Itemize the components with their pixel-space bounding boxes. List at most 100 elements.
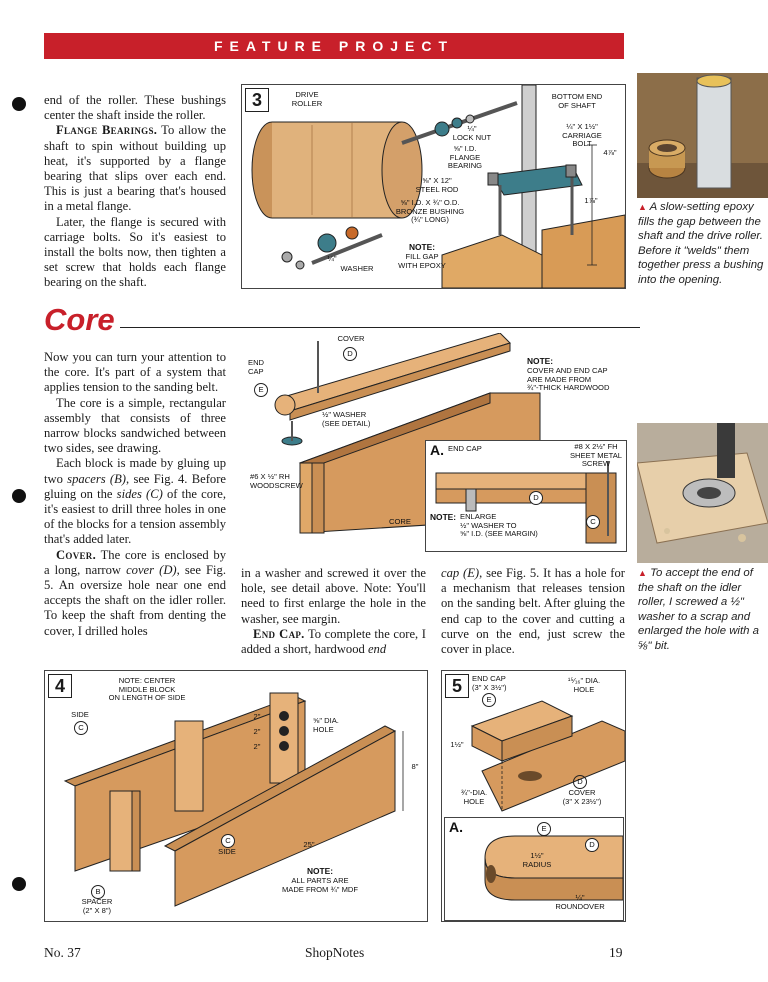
photo-enlarged-washer (637, 423, 768, 563)
label-washer-size: ¼" (327, 254, 337, 263)
label-detail-note-title: NOTE: (430, 512, 457, 522)
label-side-c: C (74, 721, 88, 735)
label-dim-1half: 1½" (450, 740, 464, 749)
label-dim-1: 1⅞" (584, 196, 598, 205)
label-detail-d: D (529, 491, 543, 505)
label-flange-bearing: ⅝" I.D. FLANGE BEARING (447, 144, 483, 171)
flange-bearings-lead: Flange Bearings. (56, 123, 158, 138)
figure-5-drawing (470, 700, 625, 812)
label-dim-4: 4⅞" (603, 148, 617, 157)
paragraph-flange-bearings: Flange Bearings. To allow the shaft to s… (44, 123, 226, 214)
label-hole2: ¾"-DIA. HOLE (460, 788, 488, 806)
footer-issue-number: No. 37 (44, 945, 81, 960)
label-cover-d: D (573, 775, 587, 789)
label-center-note: NOTE: CENTER MIDDLE BLOCK ON LENGTH OF S… (108, 676, 186, 703)
label-roundover: ¼" ROUNDOVER (555, 893, 605, 911)
section-heading-core: Core (44, 302, 115, 337)
label-end-cap-e: E (254, 383, 268, 397)
label-detail-d: D (585, 838, 599, 852)
detail-a-label: a. (430, 442, 444, 458)
label-hole: ¹⁵⁄₁₆" DIA. HOLE (567, 676, 601, 694)
figure-5-number: 5 (445, 674, 469, 698)
label-spacer: SPACER (2" x 8") (81, 897, 113, 915)
feature-project-banner: FEATURE PROJECT (44, 33, 624, 59)
label-note-title: NOTE: (408, 242, 436, 252)
binder-hole-top (12, 97, 26, 111)
figure-4-drawing (63, 692, 404, 907)
photo-washer-drawing (637, 423, 768, 563)
label-bottom-end: BOTTOM END OF SHAFT (551, 92, 603, 110)
label-dim-2a: 2" (253, 712, 261, 721)
label-lock-nut: ¼" LOCK NUT (452, 124, 492, 142)
figure-3-number: 3 (245, 88, 269, 112)
caption-epoxy-text: A slow-setting epoxy fills the gap betwe… (638, 201, 764, 286)
detail-a-end-cap: a. END CAP #8 x 2½" Fh SHEET METAL SCREW… (425, 440, 627, 552)
label-dim-2c: 2" (253, 742, 261, 751)
label-dim-25: 25" (303, 840, 315, 849)
paragraph-end-cap: End Cap. To complete the core, I added a… (241, 626, 426, 657)
label-dim-2b: 2" (253, 727, 261, 736)
label-side: SIDE (71, 710, 89, 719)
label-note-hardwood: COVER AND END CAP ARE MADE FROM ¾"-THICK… (527, 366, 610, 393)
label-note-epoxy: FILL GAP WITH EPOXY (398, 252, 446, 270)
label-detail-c: C (586, 515, 600, 529)
figure-4-core-parts: 4 NOTE: CENTER MIDDLE BLOCK ON LENGTH OF… (44, 670, 428, 922)
figure-5-cover-end-cap: 5 END CAP (3" x 3½") E ¹⁵⁄₁₆" DIA. HOLE … (441, 670, 626, 922)
label-cover: COVER (337, 334, 365, 343)
label-detail-note-body: ENLARGE ½" WASHER TO ⅝" I.D. (SEE MARGIN… (460, 512, 538, 539)
label-cover-d: D (343, 347, 357, 361)
figure-4-number: 4 (48, 674, 72, 698)
core-text-column-1: Now you can turn your attention to the c… (44, 350, 226, 639)
paragraph-end-cap-cont: cap (E), see Fig. 5. It has a hole for a… (441, 566, 625, 657)
paragraph-core-assembly: The core is a simple, rectangular assemb… (44, 395, 226, 456)
figure-core-assembly: COVER D END CAP E NOTE: COVER AND END CA… (240, 333, 630, 565)
label-bronze-bushing: ⅝" I.D. x ¾" O.D. BRONZE BUSHING (¾" LON… (395, 198, 465, 225)
label-washer-detail: ½" WASHER (SEE DETAIL) (322, 410, 371, 428)
core-text-column-2: in a washer and screwed it over the hole… (241, 566, 426, 657)
detail-a-label-5: a. (449, 819, 463, 835)
label-core: CORE (389, 517, 411, 526)
label-spacer-b: B (91, 885, 105, 899)
label-end-cap: END CAP (3" x 3½") (472, 674, 507, 692)
caption-epoxy: ▲ A slow-setting epoxy fills the gap bet… (638, 200, 766, 288)
label-sheet-screw: #8 x 2½" Fh SHEET METAL SCREW (569, 442, 623, 469)
detail-a-rounded-end: a. E D 1½" RADIUS ¼" ROUNDOVER (444, 817, 624, 921)
label-note2-title: NOTE: (306, 866, 334, 876)
photo-epoxy-roller (637, 73, 768, 198)
binder-hole-middle (12, 489, 26, 503)
detail-a-drawing (435, 461, 617, 544)
paragraph-washer: in a washer and screwed it over the hole… (241, 566, 426, 626)
caption-triangle-icon-2: ▲ (638, 568, 647, 578)
label-carriage-bolt: ¼" x 1½" CARRIAGE BOLT (562, 122, 602, 149)
paragraph-bushings: end of the roller. These bushings center… (44, 93, 226, 123)
label-note2-body: ALL PARTS ARE MADE FROM ¾" MDF (281, 876, 359, 894)
label-woodscrew: #6 x ½" Rh WOODSCREW (250, 472, 303, 490)
label-radius: 1½" RADIUS (522, 851, 552, 869)
flange-bearings-text: To allow the shaft to spin without build… (44, 123, 226, 214)
label-end-cap: END CAP (248, 358, 265, 376)
label-dim-8: 8" (411, 762, 419, 771)
label-washer: WASHER (340, 264, 374, 273)
label-side2: SIDE (218, 847, 236, 856)
photo-epoxy-drawing (637, 73, 768, 198)
label-end-cap-e: E (482, 693, 496, 707)
paragraph-cover: Cover. The core is enclosed by a long, n… (44, 547, 226, 638)
caption-triangle-icon: ▲ (638, 202, 647, 212)
footer-publication: ShopNotes (305, 945, 365, 960)
label-detail-end-cap: END CAP (448, 444, 482, 453)
label-drive-roller: DRIVE ROLLER (291, 90, 323, 108)
figure-3-drive-roller: 3 DRIVE ROLLER BOTTOM END OF SHAFT ¼" LO… (241, 84, 626, 289)
label-note-title: NOTE: (527, 356, 554, 366)
paragraph-core-blocks: Each block is made by gluing up two spac… (44, 456, 226, 547)
figure-3-drawing (251, 85, 625, 288)
caption-washer: ▲ To accept the end of the shaft on the … (638, 567, 759, 652)
label-hole: ⅝" DIA. HOLE (313, 716, 339, 734)
footer-page-number: 19 (609, 945, 623, 960)
label-detail-e: E (537, 822, 551, 836)
paragraph-carriage-bolts: Later, the flange is secured with carria… (44, 214, 226, 290)
paragraph-core-intro: Now you can turn your attention to the c… (44, 350, 226, 395)
intro-text-column: end of the roller. These bushings center… (44, 93, 226, 291)
label-side2-c: C (221, 834, 235, 848)
heading-rule (120, 327, 640, 328)
binder-hole-bottom (12, 877, 26, 891)
